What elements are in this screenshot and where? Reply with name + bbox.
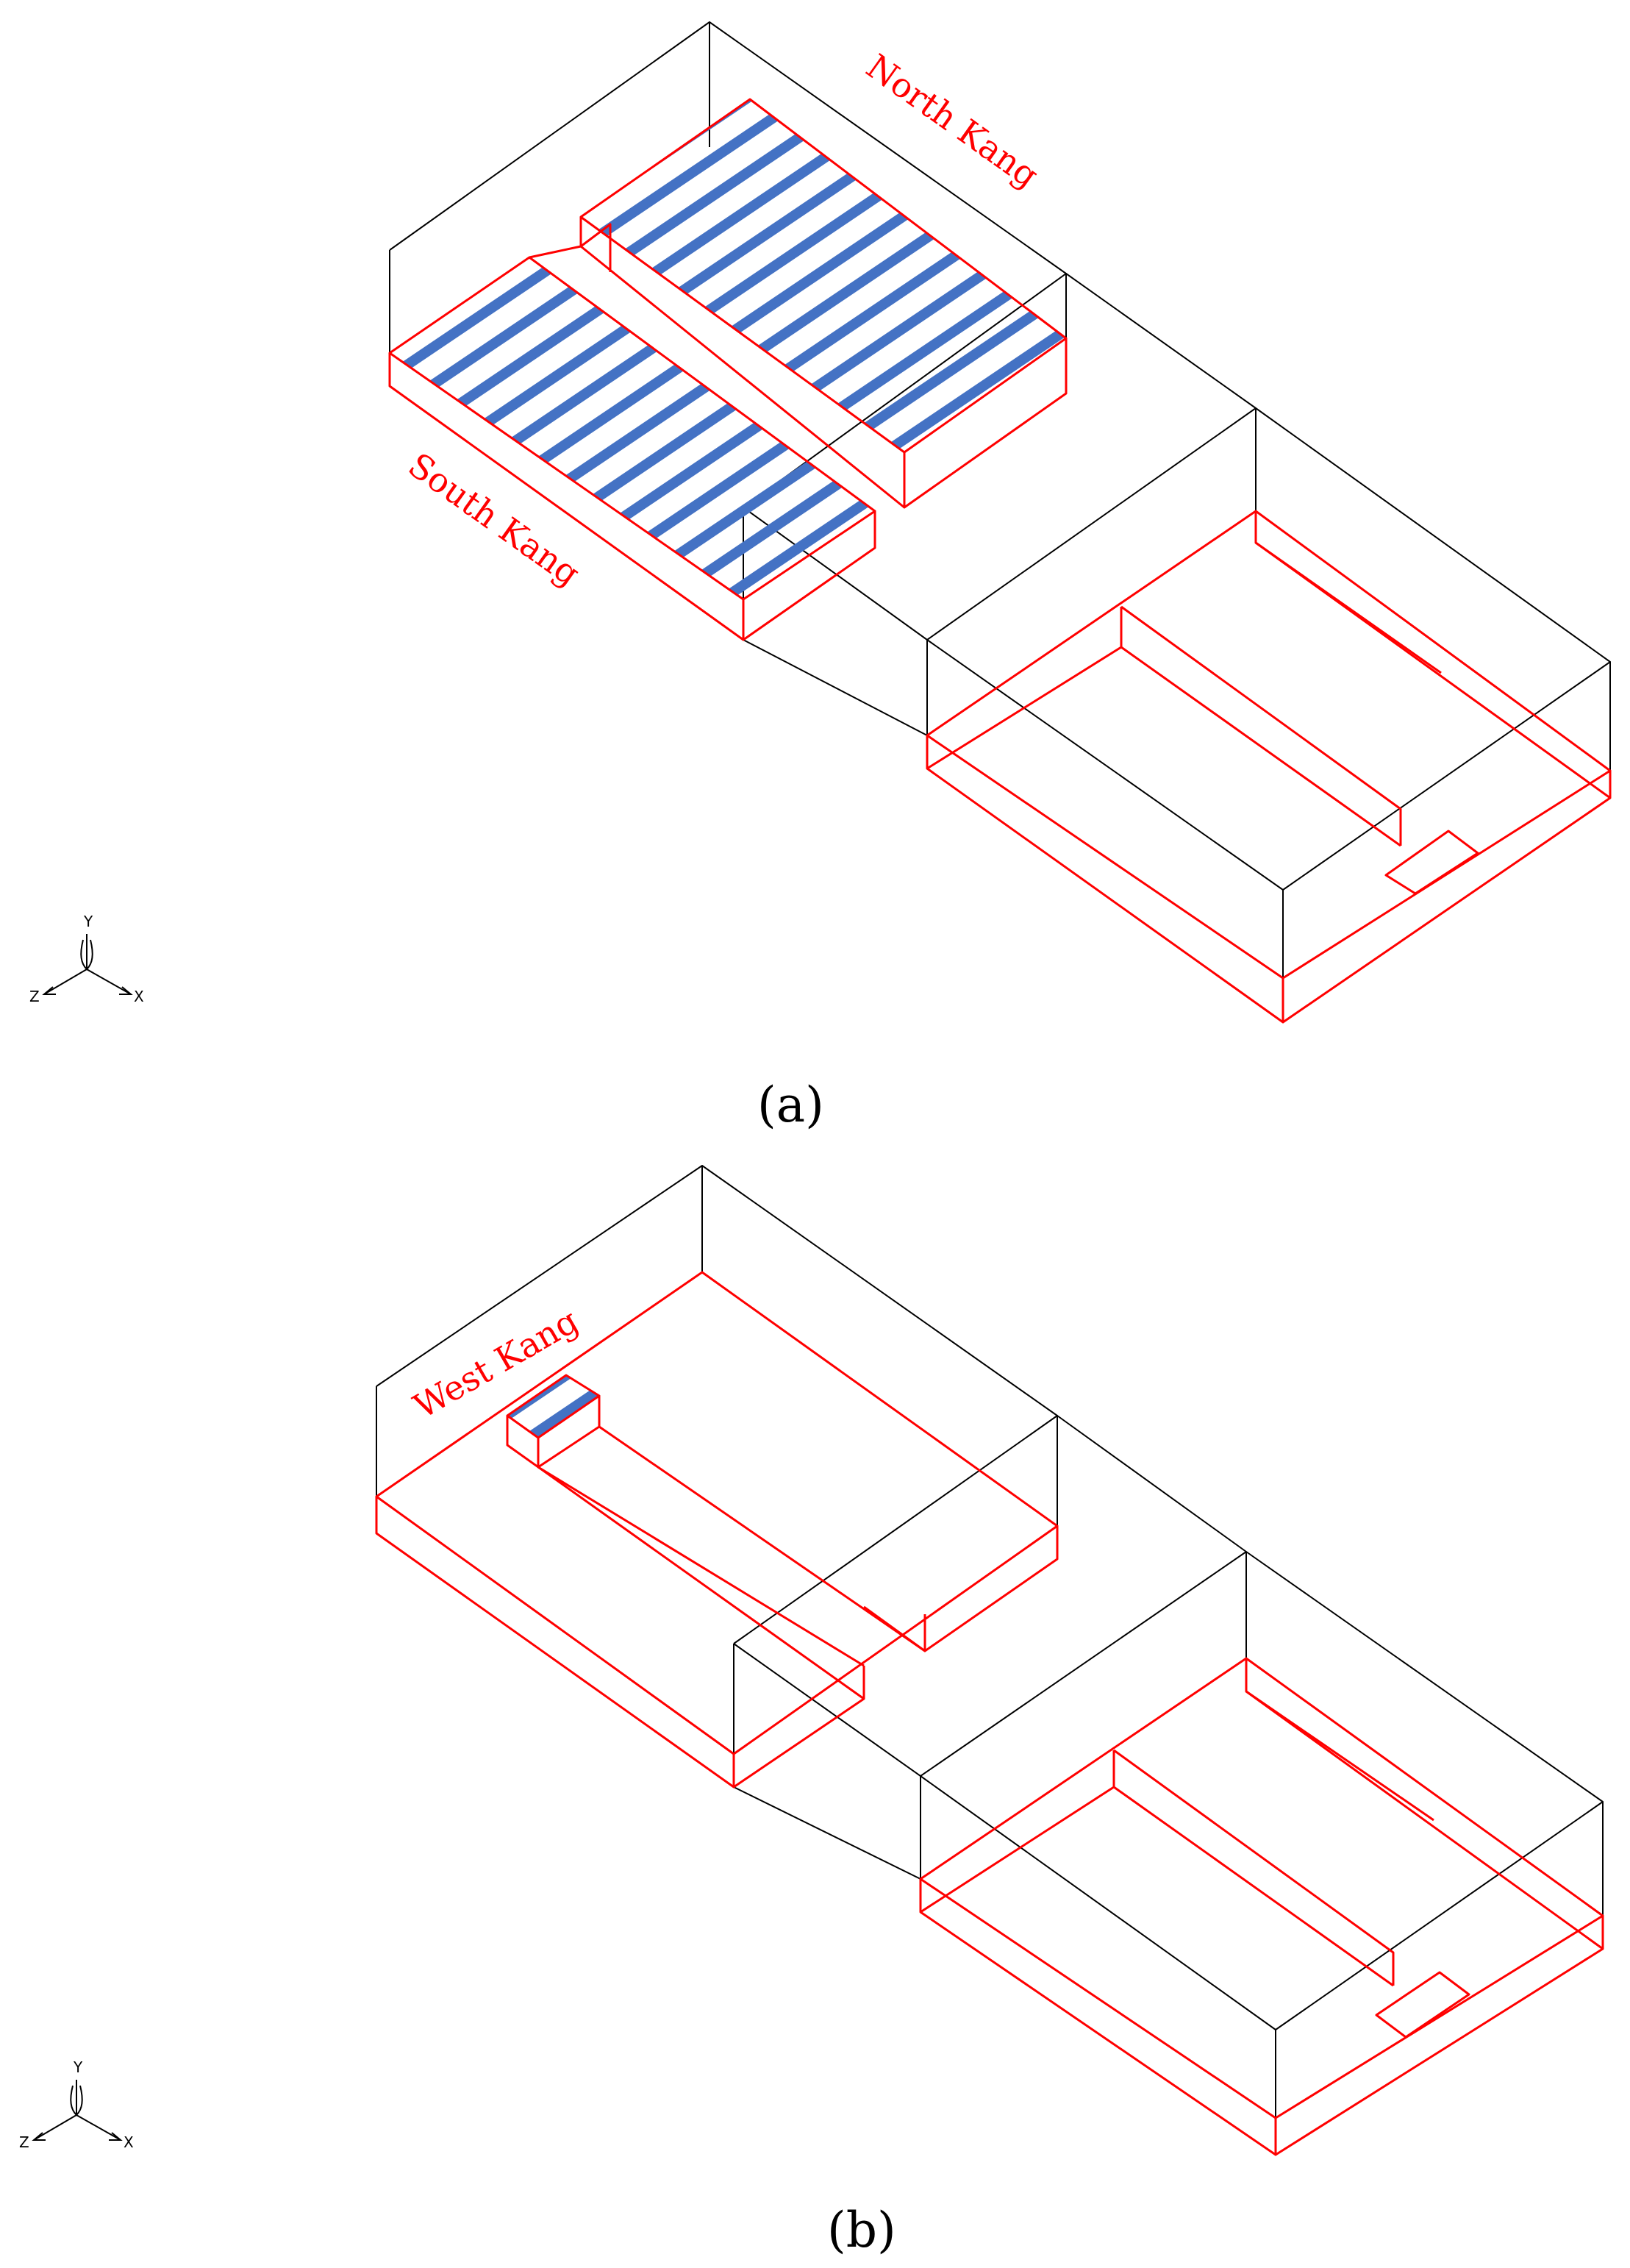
caption-b: (b) [827,2202,896,2258]
west-kang-heated-surface [507,1375,599,1438]
axis-x-label: X [134,988,144,1005]
axis-triad-b: Y Z X [19,2058,134,2151]
axis-y-label: Y [83,913,93,930]
north-kang-heated-surface [581,99,1066,452]
axis-z-label: Z [19,2133,29,2151]
north-kang-label: North Kang [859,46,1046,196]
kang-outline-b [375,1271,1604,2156]
kang-outline-a [388,98,1612,1024]
caption-a: (a) [757,1077,824,1133]
axis-z-label: Z [29,988,40,1005]
axis-x-label: X [124,2133,134,2151]
axis-triad-a: Y Z X [29,913,144,1005]
axis-y-label: Y [73,2058,83,2076]
panel-a: North Kang South Kang Y Z X (a) [29,21,1612,1133]
south-kang-heated-surface [390,257,875,599]
panel-b: West Kang Y Z X (b) [19,1165,1604,2258]
